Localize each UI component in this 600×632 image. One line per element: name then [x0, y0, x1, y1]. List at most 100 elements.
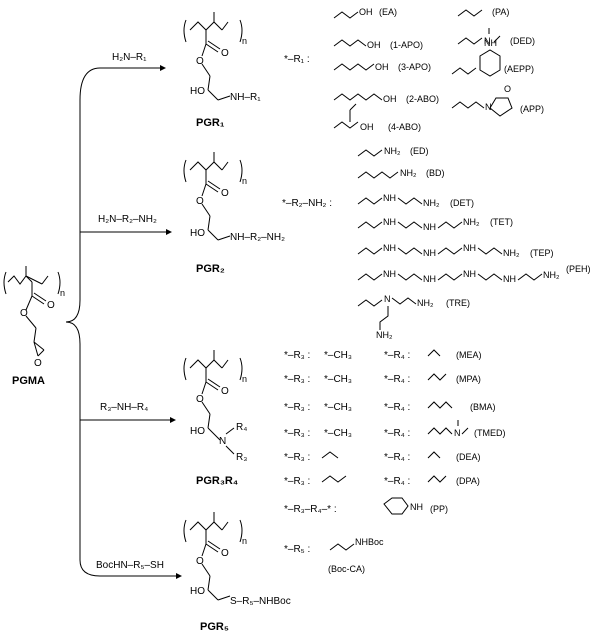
- svg-text:*–CH₃: *–CH₃: [324, 350, 352, 361]
- svg-text:n: n: [242, 176, 247, 186]
- svg-text:(ED): (ED): [410, 146, 429, 156]
- pgr2-side-chain: NH–R₂–NH₂: [230, 232, 285, 243]
- svg-text:(PEH): (PEH): [566, 264, 591, 274]
- reagent-route-2: H₂N–R₂–NH₂: [98, 214, 157, 225]
- svg-text:*–R₄ :: *–R₄ :: [384, 452, 410, 463]
- svg-text:OH: OH: [367, 40, 381, 50]
- svg-text:(BMA): (BMA): [470, 402, 496, 412]
- pgr5-label: PGR₅: [200, 621, 229, 632]
- svg-text:NH: NH: [383, 243, 396, 253]
- reagent-route-4: BocHN–R₅–SH: [96, 560, 164, 571]
- svg-text:NH: NH: [423, 222, 436, 232]
- svg-text:*–R₄ :: *–R₄ :: [384, 350, 410, 361]
- svg-text:OH: OH: [360, 122, 374, 132]
- r2-substituents: NH₂ (ED) NH₂ (BD) NH NH₂ (DET) NH NH NH₂…: [357, 146, 591, 340]
- svg-text:O: O: [221, 548, 229, 559]
- svg-text:(3-APO): (3-APO): [398, 62, 431, 72]
- svg-text:NH: NH: [484, 38, 497, 48]
- pgma-structure: O O O n PGMA: [3, 266, 65, 387]
- svg-text:O: O: [221, 188, 229, 199]
- pgr3r4-label: PGR₃R₄: [196, 475, 238, 487]
- pgma-ester-o: O: [20, 308, 28, 319]
- svg-text:NH₂: NH₂: [417, 298, 434, 308]
- svg-text:R₃: R₃: [236, 452, 247, 463]
- r3r4-substituents: *–R₃ : *–CH₃ *–R₄ : (MEA) *–R₃ : *–CH₃ *…: [284, 349, 506, 515]
- svg-text:NH₂: NH₂: [463, 217, 480, 227]
- svg-text:(DPA): (DPA): [456, 476, 480, 486]
- svg-text:HO: HO: [190, 228, 205, 239]
- svg-text:(Boc-CA): (Boc-CA): [328, 564, 365, 574]
- svg-text:n: n: [242, 36, 247, 46]
- reagent-route-3: R₃–NH–R₄: [100, 402, 148, 413]
- pgr2-structure: O O n HO NH–R₂–NH₂ PGR₂: [183, 152, 285, 275]
- svg-text:*–CH₃: *–CH₃: [324, 428, 352, 439]
- svg-text:(MEA): (MEA): [456, 350, 482, 360]
- svg-text:*–R₄ :: *–R₄ :: [384, 402, 410, 413]
- branch-brace: [65, 67, 101, 577]
- svg-text:(DED): (DED): [510, 36, 535, 46]
- svg-text:O: O: [221, 48, 229, 59]
- r1-substituents: OH (EA) (PA) OH (1-APO) N (DED) OH (3-AP…: [333, 7, 544, 132]
- pgr1-label: PGR₁: [196, 117, 225, 129]
- svg-text:(TMED): (TMED): [474, 428, 506, 438]
- svg-text:(EA): (EA): [379, 7, 397, 17]
- pgr1-structure: O O n HO NH–R₁ PGR₁: [183, 12, 261, 129]
- svg-text:OH: OH: [375, 62, 389, 72]
- svg-text:(TRE): (TRE): [446, 298, 470, 308]
- svg-text:NH: NH: [423, 274, 436, 284]
- svg-text:(APP): (APP): [520, 104, 544, 114]
- svg-text:O: O: [196, 56, 204, 67]
- svg-text:NH₂: NH₂: [384, 146, 401, 156]
- svg-text:NH: NH: [423, 248, 436, 258]
- svg-text:*–R₃ :: *–R₃ :: [284, 452, 310, 463]
- svg-text:(1-APO): (1-APO): [390, 40, 423, 50]
- svg-text:*–R₃ :: *–R₃ :: [284, 476, 310, 487]
- svg-text:NH: NH: [463, 269, 476, 279]
- svg-text:OH: OH: [359, 7, 373, 17]
- svg-text:*–R₃ :: *–R₃ :: [284, 350, 310, 361]
- pgr3r4-structure: O O n HO N R₄ R₃ PGR₃R₄: [183, 350, 247, 487]
- svg-text:(2-ABO): (2-ABO): [406, 94, 439, 104]
- svg-text:R₄: R₄: [236, 422, 247, 433]
- svg-text:(4-ABO): (4-ABO): [388, 122, 421, 132]
- svg-text:*–CH₃: *–CH₃: [324, 402, 352, 413]
- pgma-carbonyl-o: O: [47, 300, 55, 311]
- svg-text:*–R₃–R₄–* :: *–R₃–R₄–* :: [284, 504, 337, 515]
- svg-text:(PP): (PP): [430, 504, 448, 514]
- reagent-route-1: H₂N–R₁: [112, 52, 147, 63]
- svg-text:NH₂: NH₂: [423, 198, 440, 208]
- r2-key-label: *–R₂–NH₂ :: [282, 198, 332, 209]
- svg-text:(TET): (TET): [490, 217, 513, 227]
- svg-text:N: N: [384, 294, 391, 304]
- svg-text:NH: NH: [503, 274, 516, 284]
- svg-text:*–R₄ :: *–R₄ :: [384, 374, 410, 385]
- svg-text:O: O: [196, 394, 204, 405]
- svg-text:N: N: [219, 436, 226, 447]
- svg-text:(BD): (BD): [426, 168, 445, 178]
- svg-text:NH: NH: [410, 502, 423, 512]
- svg-text:O: O: [221, 386, 229, 397]
- svg-text:(TEP): (TEP): [530, 248, 554, 258]
- svg-text:OH: OH: [383, 94, 397, 104]
- svg-text:*–R₄ :: *–R₄ :: [384, 428, 410, 439]
- svg-text:(MPA): (MPA): [456, 374, 481, 384]
- route-arrows: [80, 65, 182, 579]
- svg-text:*–R₃ :: *–R₃ :: [284, 428, 310, 439]
- svg-text:HO: HO: [190, 86, 205, 97]
- r5-substituent: NHBoc (Boc-CA): [328, 537, 384, 574]
- svg-text:O: O: [196, 196, 204, 207]
- svg-text:NH: NH: [383, 193, 396, 203]
- pgma-epoxide-o: O: [34, 358, 42, 369]
- r1-key-label: *–R₁ :: [284, 54, 310, 65]
- svg-text:NH: NH: [383, 269, 396, 279]
- svg-text:O: O: [504, 84, 511, 94]
- svg-text:NH: NH: [383, 217, 396, 227]
- svg-text:(DEA): (DEA): [456, 452, 481, 462]
- svg-text:*–R₄ :: *–R₄ :: [384, 476, 410, 487]
- svg-text:N: N: [454, 428, 461, 438]
- svg-text:NH: NH: [463, 243, 476, 253]
- pgr2-label: PGR₂: [196, 263, 225, 275]
- svg-text:n: n: [242, 536, 247, 546]
